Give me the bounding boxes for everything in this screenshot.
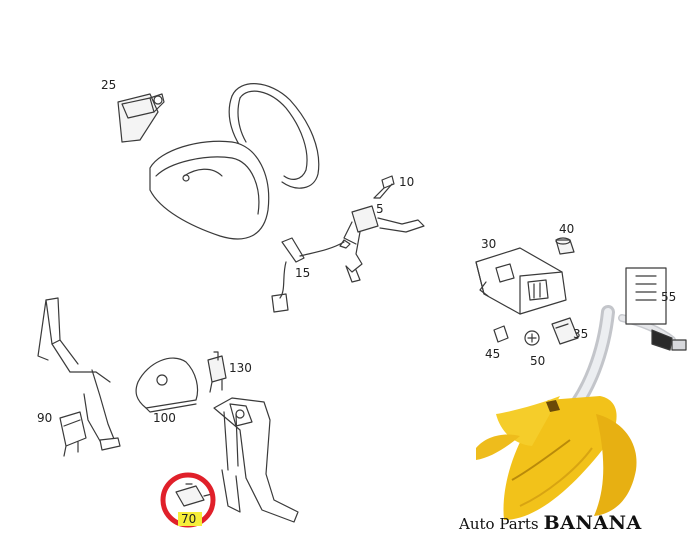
- part-130-relay[interactable]: [207, 351, 227, 393]
- callout-25: 25: [101, 78, 117, 92]
- callout-45: 45: [485, 347, 501, 361]
- callout-100: 100: [153, 411, 176, 425]
- part-45-clip[interactable]: [493, 325, 509, 343]
- callout-10: 10: [399, 175, 415, 189]
- part-30-control-module[interactable]: [475, 247, 567, 315]
- banana-logo: [476, 396, 637, 520]
- part-10-bolt[interactable]: [373, 175, 395, 199]
- part-5-combination-switch[interactable]: [343, 205, 425, 283]
- brand-name: BANANA: [543, 512, 642, 534]
- brand-prefix: Auto Parts: [459, 515, 539, 533]
- part-40-sensor[interactable]: [555, 237, 575, 255]
- callout-30: 30: [481, 237, 497, 251]
- steering-wheel-airbag[interactable]: [149, 83, 320, 240]
- part-100-bracket[interactable]: [135, 357, 199, 413]
- part-55-connecting-link[interactable]: [557, 267, 687, 427]
- callout-130: 130: [229, 361, 252, 375]
- callout-40: 40: [559, 222, 575, 236]
- callout-90: 90: [37, 411, 53, 425]
- callout-70-highlight: [178, 512, 202, 526]
- pedal-assembly-left[interactable]: [37, 297, 121, 451]
- part-90-switch[interactable]: [59, 411, 87, 457]
- callout-35: 35: [573, 327, 589, 341]
- callout-70: 70: [181, 512, 197, 526]
- brand-watermark: Auto Parts BANANA: [459, 512, 642, 534]
- callout-55: 55: [661, 290, 677, 304]
- callout-5: 5: [376, 202, 384, 216]
- part-35-cover[interactable]: [551, 317, 579, 345]
- part-50-screw[interactable]: [524, 330, 540, 346]
- pedal-assembly-right[interactable]: [213, 397, 299, 523]
- callout-15: 15: [295, 266, 311, 280]
- part-25-switch[interactable]: [117, 93, 165, 143]
- callout-50: 50: [530, 354, 546, 368]
- part-15-wiring-harness[interactable]: [271, 237, 351, 313]
